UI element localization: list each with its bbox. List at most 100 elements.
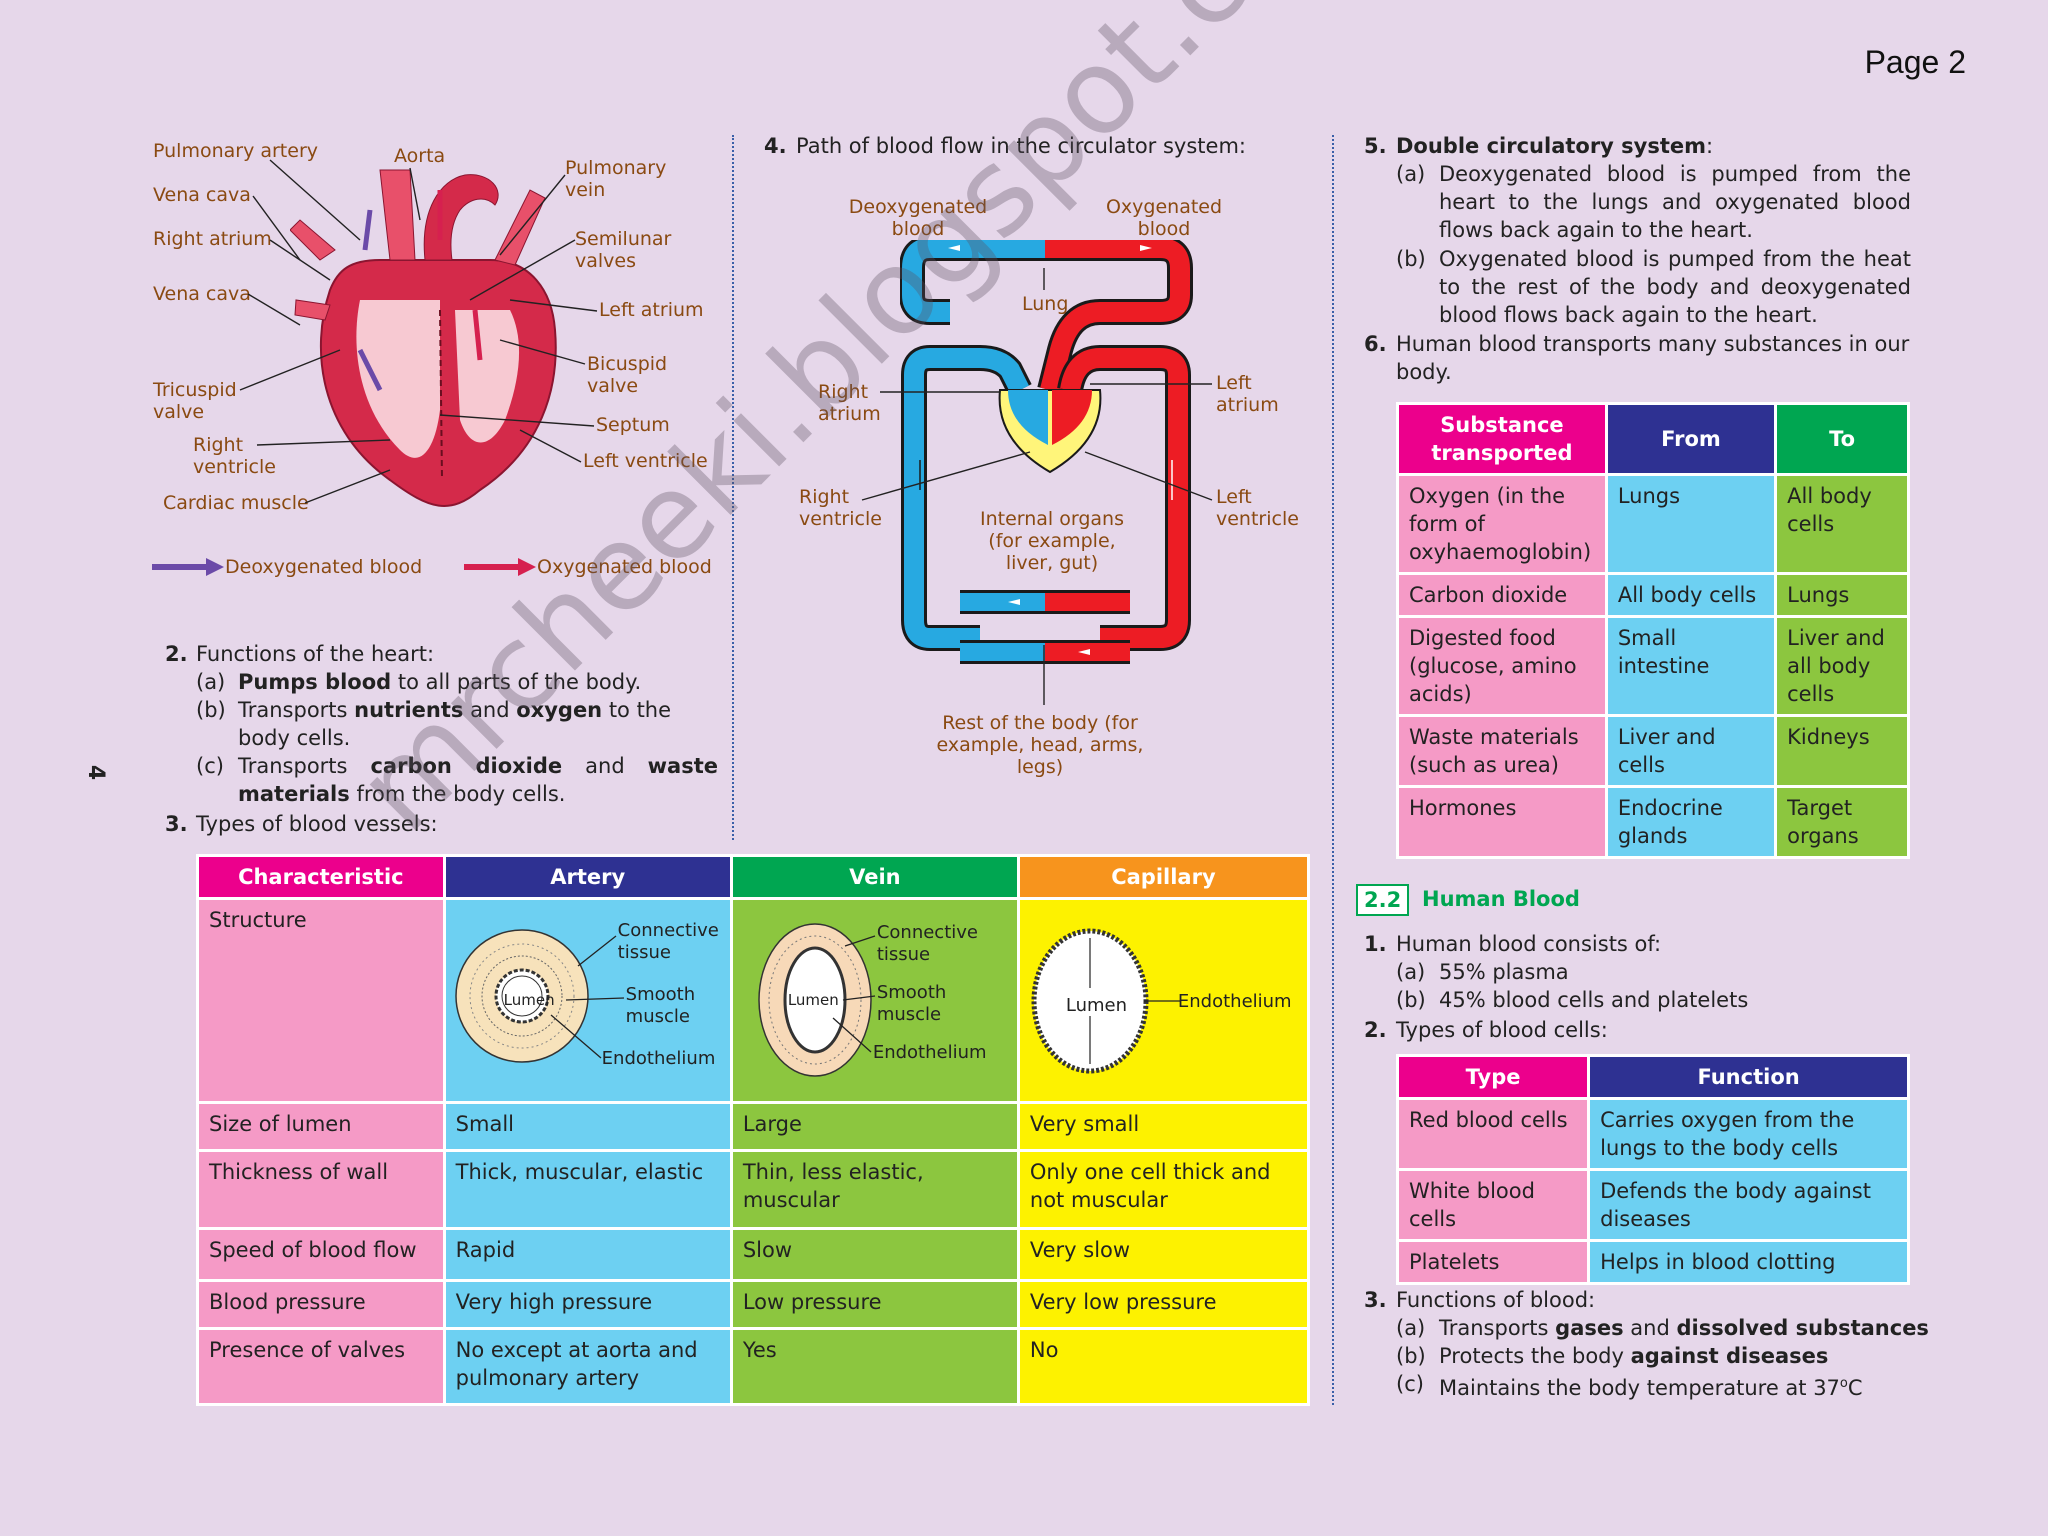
circ-leader-lines [861,268,1213,705]
section-5-title: Double circulatory system: [1396,132,1713,160]
section-2c-b1: carbon dioxide [370,754,563,778]
cell-vein: Large [729,1101,1020,1152]
table-row: Carbon dioxide All body cells Lungs [1396,572,1910,618]
section-5a-mark: (a) [1396,162,1426,186]
label-bicuspid-valve: Bicuspid valve [587,353,668,397]
vein-leader-lines [832,935,876,1053]
blood-3c-text: Maintains the body temperature at 37oC [1439,1370,1863,1402]
cell-characteristic: Thickness of wall [196,1149,446,1230]
section-2b-t1: and [463,698,517,722]
blood-2-number: 2. [1364,1018,1387,1042]
section-2a-text: Pumps blood to all parts of the body. [238,668,708,696]
cell-from: Liver and cells [1604,714,1778,788]
section-5b-mark: (b) [1396,247,1426,271]
section-badge: 2.2 [1356,884,1410,916]
blood-3a-mark: (a) [1396,1316,1426,1340]
table-row-structure: Structure Lumen Connective tissue Smooth… [196,897,1311,1104]
heart-leader-lines [239,159,598,504]
substance-table: Substance transported From To Oxygen (in… [1396,402,1910,859]
label-aorta: Aorta [394,145,446,167]
label-semilunar-valves: Semilunar valves [575,228,672,272]
artery-endothelium-label: Endothelium [601,1048,716,1069]
cell-characteristic: Speed of blood flow [196,1227,446,1282]
header-artery: Artery [442,854,733,900]
cell-from: Endocrine glands [1604,785,1778,859]
section-2c-mark: (c) [196,754,224,778]
circ-label-left-ventricle: Left ventricle [1216,486,1299,530]
blood-3b-t0: Protects the body [1439,1344,1631,1368]
cell-substance: Waste materials (such as urea) [1396,714,1608,788]
section-2a-rest: to all parts of the body. [391,670,642,694]
heart-diagram: Pulmonary artery Aorta Pulmonary vein Ve… [0,0,730,600]
label-pulmonary-vein: Pulmonary vein [565,157,667,201]
table-row: Waste materials (such as urea) Liver and… [1396,714,1910,788]
table-row: Speed of blood flow Rapid Slow Very slow [196,1227,1311,1282]
cell-characteristic: Presence of valves [196,1327,446,1406]
section-4-number: 4. [764,134,787,158]
capillary-leader-line [1143,1000,1180,1002]
circ-label-oxygenated: Oxygenated blood [1105,196,1223,240]
deoxygenated-arrow-icon [152,558,224,576]
vein-cross-section-icon [758,923,872,1077]
header-to: To [1774,402,1910,476]
cell-type: Platelets [1395,1239,1591,1285]
cell-vein: Slow [729,1227,1020,1282]
cell-from: All body cells [1604,572,1778,618]
side-page-mark: 4 [83,764,109,781]
blood-1a-mark: (a) [1396,960,1426,984]
table-row: Thickness of wall Thick, muscular, elast… [196,1149,1311,1230]
blood-1b-text: 45% blood cells and platelets [1439,988,1749,1012]
cell-type: White blood cells [1395,1168,1591,1242]
label-vena-cava-lower: Vena cava [153,283,251,305]
label-cardiac-muscle: Cardiac muscle [163,492,309,514]
circ-label-internal-organs: Internal organs (for example, liver, gut… [979,508,1124,574]
artery-leader-lines [550,935,624,1059]
cell-function: Helps in blood clotting [1587,1239,1910,1285]
cell-capillary-structure: Lumen Endothelium [1016,897,1311,1104]
cell-capillary: Very slow [1016,1227,1311,1282]
cell-artery: Thick, muscular, elastic [442,1149,733,1230]
blood-1a-text: 55% plasma [1439,960,1569,984]
cell-function: Defends the body against diseases [1587,1168,1910,1242]
blood-3a-t0: Transports [1439,1316,1556,1340]
cell-substance: Carbon dioxide [1396,572,1608,618]
cell-capillary: Very small [1016,1101,1311,1152]
blood-3c-mark: (c) [1396,1372,1424,1396]
table-row: Size of lumen Small Large Very small [196,1101,1311,1152]
cell-artery-structure: Lumen Connective tissue Smooth muscle En… [442,897,733,1104]
blood-3a-t1: and [1623,1316,1677,1340]
cell-artery: Very high pressure [442,1279,733,1330]
blood-2-title: Types of blood cells: [1396,1018,1608,1042]
label-right-ventricle: Right ventricle [193,434,276,478]
cell-to: Target organs [1774,785,1910,859]
circ-label-lung: Lung [1022,293,1069,315]
cell-artery: No except at aorta and pulmonary artery [442,1327,733,1406]
circ-label-right-ventricle: Right ventricle [799,486,882,530]
table-row: Digested food (glucose, amino acids) Sma… [1396,615,1910,717]
header-capillary: Capillary [1016,854,1311,900]
section-4-title: Path of blood flow in the circulator sys… [796,134,1246,158]
cell-substance: Hormones [1396,785,1608,859]
header-vein: Vein [729,854,1020,900]
cell-structure-label: Structure [196,897,446,1104]
vein-smooth-label: Smooth muscle [876,982,947,1025]
cell-vein: Yes [729,1327,1020,1406]
cell-vein: Thin, less elastic, muscular [729,1149,1020,1230]
section-5a-text: Deoxygenated blood is pumped from the he… [1439,162,1911,242]
capillary-lumen-label: Lumen [1065,995,1128,1016]
section-2c-t1: and [562,754,648,778]
blood-1-number: 1. [1364,932,1387,956]
blood-1-title: Human blood consists of: [1396,932,1662,956]
blood-3b-mark: (b) [1396,1344,1426,1368]
blood-3a-text: Transports gases and dissolved substance… [1439,1314,1929,1342]
blood-3c-t0: Maintains the body temperature at 37 [1439,1376,1840,1400]
blood-3a-b1: gases [1555,1316,1624,1340]
blood-3a-b2: dissolved substances [1676,1316,1929,1340]
section-2-title: Functions of the heart: [196,642,435,666]
header-substance: Substance transported [1396,402,1608,476]
table-row: Platelets Helps in blood clotting [1395,1239,1910,1285]
blood-3c-unit: C [1847,1376,1863,1400]
section-5-title-suffix: : [1706,134,1714,158]
artery-smooth-label: Smooth muscle [625,984,696,1027]
section-2c-b2: waste materials [238,754,718,806]
